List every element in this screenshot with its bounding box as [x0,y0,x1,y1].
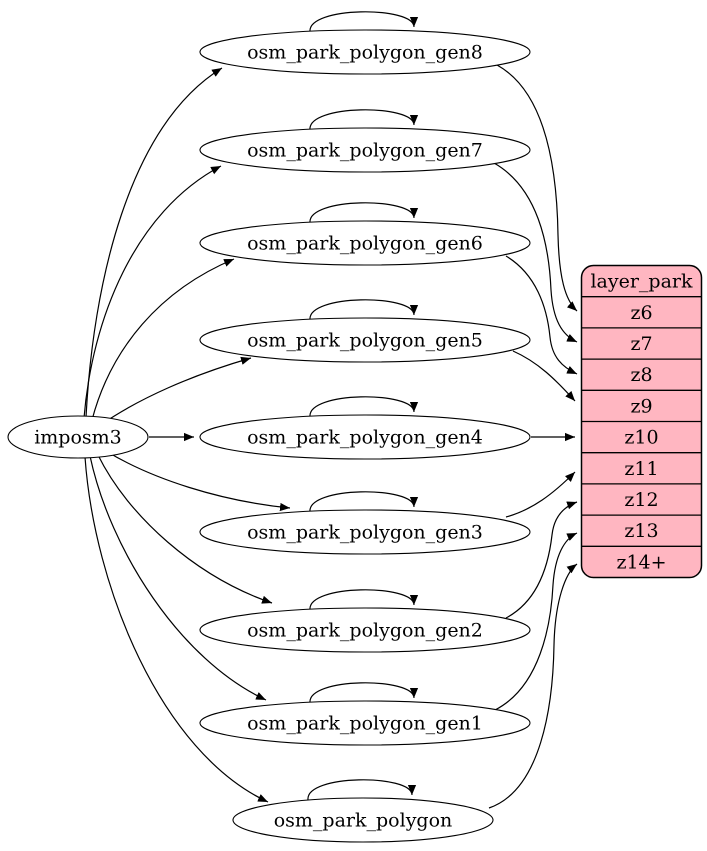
edge-gen7-to-z7 [493,162,578,343]
node-gen4-label: osm_park_polygon_gen4 [247,427,483,449]
self-loop-gen7 [309,109,419,131]
self-loop-gen2 [309,589,419,611]
layer-park-row-z8: z8 [630,364,652,386]
node-gen7-shape [199,127,531,173]
layer-park-row-z13: z13 [624,520,658,542]
node-imposm3-label: imposm3 [34,427,122,449]
node-gen2-shape [199,607,531,653]
node-gen5-label: osm_park_polygon_gen5 [247,330,483,352]
node-gen2-label: osm_park_polygon_gen2 [247,620,483,642]
node-gen8-shape [199,29,531,75]
edges-to-layer [488,64,578,809]
edge-polygon-to-z14plus [488,563,578,809]
edge-gen2-to-z12 [505,501,578,619]
edge-imposm3-to-gen6 [91,258,235,421]
layer-park-row-z14plus: z14+ [616,551,666,573]
node-gen3-shape [199,509,531,555]
self-loops [307,11,419,801]
node-gen7-label: osm_park_polygon_gen7 [247,140,483,162]
node-gen4-shape [199,414,531,460]
node-gen1-shape [199,700,531,746]
layer-park-header: layer_park [590,271,693,293]
node-gen5-shape [199,317,531,363]
edge-imposm3-to-gen7 [83,165,222,419]
self-loop-gen3 [309,491,419,513]
node-gen6-shape [199,220,531,266]
node-osm-park-polygon-gen3: osm_park_polygon_gen3 [199,509,531,555]
self-loop-gen1 [309,682,419,704]
node-gen1-label: osm_park_polygon_gen1 [247,713,483,735]
node-gen8-label: osm_park_polygon_gen8 [247,42,483,64]
node-gen3-label: osm_park_polygon_gen3 [247,522,483,544]
edge-gen6-to-z8 [505,255,578,375]
node-osm-park-polygon-gen2: osm_park_polygon_gen2 [199,607,531,653]
layer-park-row-z9: z9 [630,395,652,417]
node-osm-park-polygon-gen6: osm_park_polygon_gen6 [199,220,531,266]
node-layer-park: layer_park z6 z7 z8 z9 z10 z11 z12 z13 z… [580,264,703,579]
layer-park-row-z11: z11 [624,458,658,480]
self-loop-gen8 [309,11,419,33]
edge-imposm3-to-gen2 [97,454,273,604]
edge-gen3-to-z11 [505,471,576,518]
node-imposm3-shape [7,415,149,459]
edge-imposm3-to-gen3 [105,450,291,512]
edge-imposm3-to-gen8 [85,67,223,418]
edge-gen8-to-z6 [496,64,578,312]
edge-imposm3-to-gen5 [101,356,252,425]
node-gen6-label: osm_park_polygon_gen6 [247,233,483,255]
node-osm-park-polygon-gen8: osm_park_polygon_gen8 [199,29,531,75]
self-loop-gen6 [309,202,419,224]
edge-gen5-to-z9 [512,350,576,402]
layer-park-row-z10: z10 [624,427,658,449]
node-polygon-shape [232,797,494,843]
self-loop-polygon [307,779,417,801]
node-polygon-label: osm_park_polygon [274,810,453,832]
node-osm-park-polygon-gen5: osm_park_polygon_gen5 [199,317,531,363]
node-osm-park-polygon-gen7: osm_park_polygon_gen7 [199,127,531,173]
self-loop-gen5 [309,299,419,321]
self-loop-gen4 [309,396,419,418]
node-osm-park-polygon-gen1: osm_park_polygon_gen1 [199,700,531,746]
node-imposm3: imposm3 [7,415,149,459]
edge-gen1-to-z13 [494,532,578,711]
edges-from-source [83,67,291,803]
edge-imposm3-to-polygon [84,456,269,803]
layer-park-row-z7: z7 [630,333,652,355]
node-osm-park-polygon: osm_park_polygon [232,797,494,843]
layer-park-row-z6: z6 [630,302,652,324]
edge-imposm3-to-gen1 [89,455,267,701]
layer-park-row-z12: z12 [624,489,658,511]
node-osm-park-polygon-gen4: osm_park_polygon_gen4 [199,414,531,460]
